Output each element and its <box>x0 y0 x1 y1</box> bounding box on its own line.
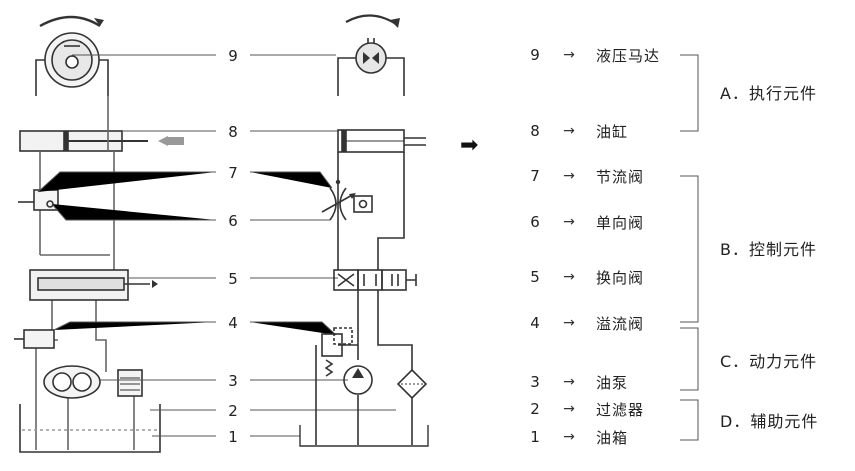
legend-part-name: 液压马达 <box>596 46 661 65</box>
legend-num: 6 <box>530 213 540 231</box>
pictorial-filter <box>117 369 143 397</box>
filter-symbol <box>396 368 428 400</box>
legend-row-6: 6 → 单向阀 <box>528 212 644 232</box>
tank-symbol <box>299 425 429 447</box>
bracket-d <box>680 399 699 441</box>
legend-row-4: 4 → 溢流阀 <box>528 313 644 333</box>
circuit-lines <box>315 152 413 445</box>
pictorial-tank <box>19 404 161 453</box>
arrow-icon: → <box>563 429 575 445</box>
callout-1: 1 <box>228 428 238 446</box>
callout-6: 6 <box>228 212 238 230</box>
big-arrow-glyph: ➡ <box>460 133 478 158</box>
pictorial-drawing <box>14 15 184 453</box>
callout-8: 8 <box>228 123 238 141</box>
arrow-icon: → <box>563 47 575 63</box>
arrow-icon: → <box>563 401 575 417</box>
legend-row-9: 9 → 液压马达 <box>528 45 660 65</box>
pictorial-pump <box>43 365 101 399</box>
legend-row-1: 1 → 油箱 <box>528 427 628 447</box>
callout-4: 4 <box>228 314 238 332</box>
pictorial-relief-valve <box>14 329 55 349</box>
pictorial-cylinder <box>19 130 184 152</box>
arrow-icon: → <box>563 269 575 285</box>
arrow-icon: → <box>563 214 575 230</box>
group-label-b: B．控制元件 <box>720 240 817 259</box>
schematic-drawing <box>299 14 429 447</box>
callout-5: 5 <box>228 270 238 288</box>
leader-lines <box>37 54 396 437</box>
group-label-c: C．动力元件 <box>720 352 818 371</box>
legend-row-7: 7 → 节流阀 <box>528 166 644 186</box>
legend-row-3: 3 → 油泵 <box>528 372 628 392</box>
legend-part-name: 油缸 <box>596 122 629 141</box>
bracket-b <box>680 175 699 323</box>
legend-part-name: 换向阀 <box>596 268 645 287</box>
arrow-icon: → <box>563 168 575 184</box>
legend-part-name: 溢流阀 <box>596 314 645 333</box>
throttle-check-symbol <box>321 179 373 221</box>
legend-num: 2 <box>530 400 540 418</box>
group-label-d: D．辅助元件 <box>720 412 819 431</box>
legend-row-2: 2 → 过滤器 <box>528 399 644 419</box>
callout-7: 7 <box>228 164 238 182</box>
pump-symbol <box>343 365 373 395</box>
arrow-icon: → <box>563 123 575 139</box>
legend-num: 4 <box>530 314 540 332</box>
callout-3: 3 <box>228 372 238 390</box>
legend-part-name: 油泵 <box>596 373 629 392</box>
legend-row-8: 8 → 油缸 <box>528 121 628 141</box>
cylinder-symbol <box>337 129 426 153</box>
arrow-icon: → <box>563 374 575 390</box>
callout-numbers: 9 8 7 6 5 4 3 2 1 <box>228 47 238 446</box>
group-brackets <box>680 54 699 441</box>
directional-valve-symbol <box>333 269 417 291</box>
relief-valve-symbol <box>321 327 353 377</box>
legend-num: 5 <box>530 268 540 286</box>
callout-2: 2 <box>228 402 238 420</box>
pictorial-valve-block <box>29 269 158 301</box>
legend-num: 7 <box>530 167 540 185</box>
callout-9: 9 <box>228 47 238 65</box>
legend-part-name: 节流阀 <box>596 167 645 186</box>
arrow-icon: → <box>563 315 575 331</box>
legend-num: 3 <box>530 373 540 391</box>
bracket-a <box>680 54 699 132</box>
pictorial-motor <box>35 15 109 96</box>
legend-num: 9 <box>530 46 540 64</box>
legend-part-name: 单向阀 <box>596 213 645 232</box>
legend-num: 8 <box>530 122 540 140</box>
group-label-a: A．执行元件 <box>720 84 817 103</box>
bracket-c <box>680 327 699 391</box>
motor-symbol <box>337 14 405 96</box>
legend-row-5: 5 → 换向阀 <box>528 267 644 287</box>
big-right-arrow: ➡ <box>460 133 478 158</box>
legend-part-name: 油箱 <box>596 428 629 447</box>
legend-num: 1 <box>530 428 540 446</box>
legend-part-name: 过滤器 <box>596 400 645 419</box>
